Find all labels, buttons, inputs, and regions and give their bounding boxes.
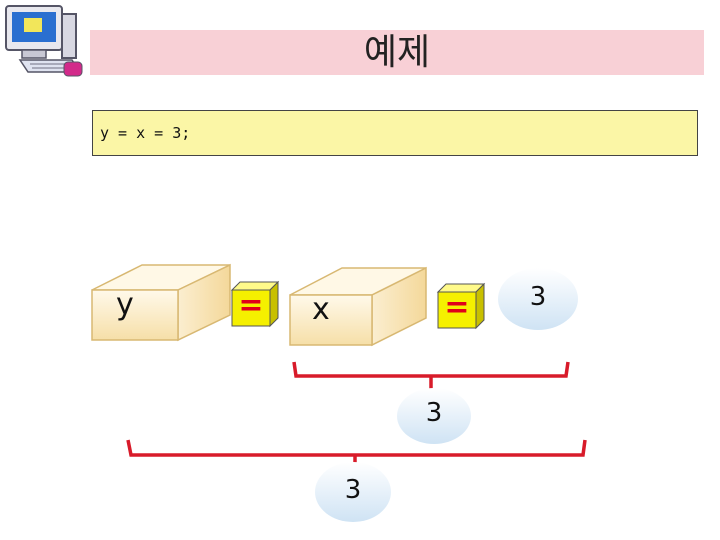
computer-clipart-icon bbox=[5, 5, 83, 77]
literal-ellipse bbox=[498, 268, 578, 330]
literal-value: 3 bbox=[529, 282, 547, 312]
title-bar bbox=[90, 30, 704, 75]
variable-y-label: y bbox=[116, 287, 134, 322]
variable-box-y bbox=[91, 263, 231, 342]
outer-result-value: 3 bbox=[344, 475, 362, 505]
code-box bbox=[92, 110, 698, 156]
code-statement: y = x = 3; bbox=[100, 124, 191, 142]
slide-title: 예제 bbox=[363, 32, 431, 73]
variable-x-label: x bbox=[312, 292, 330, 327]
equals-sign-1: = bbox=[238, 288, 264, 323]
equals-cube-1 bbox=[230, 280, 280, 328]
inner-bracket bbox=[292, 361, 570, 392]
variable-box-x bbox=[289, 266, 427, 347]
equals-cube-2 bbox=[436, 282, 486, 330]
inner-result-value: 3 bbox=[425, 398, 443, 428]
equals-sign-2: = bbox=[444, 290, 470, 325]
outer-result-ellipse bbox=[315, 462, 391, 522]
inner-result-ellipse bbox=[397, 388, 471, 444]
